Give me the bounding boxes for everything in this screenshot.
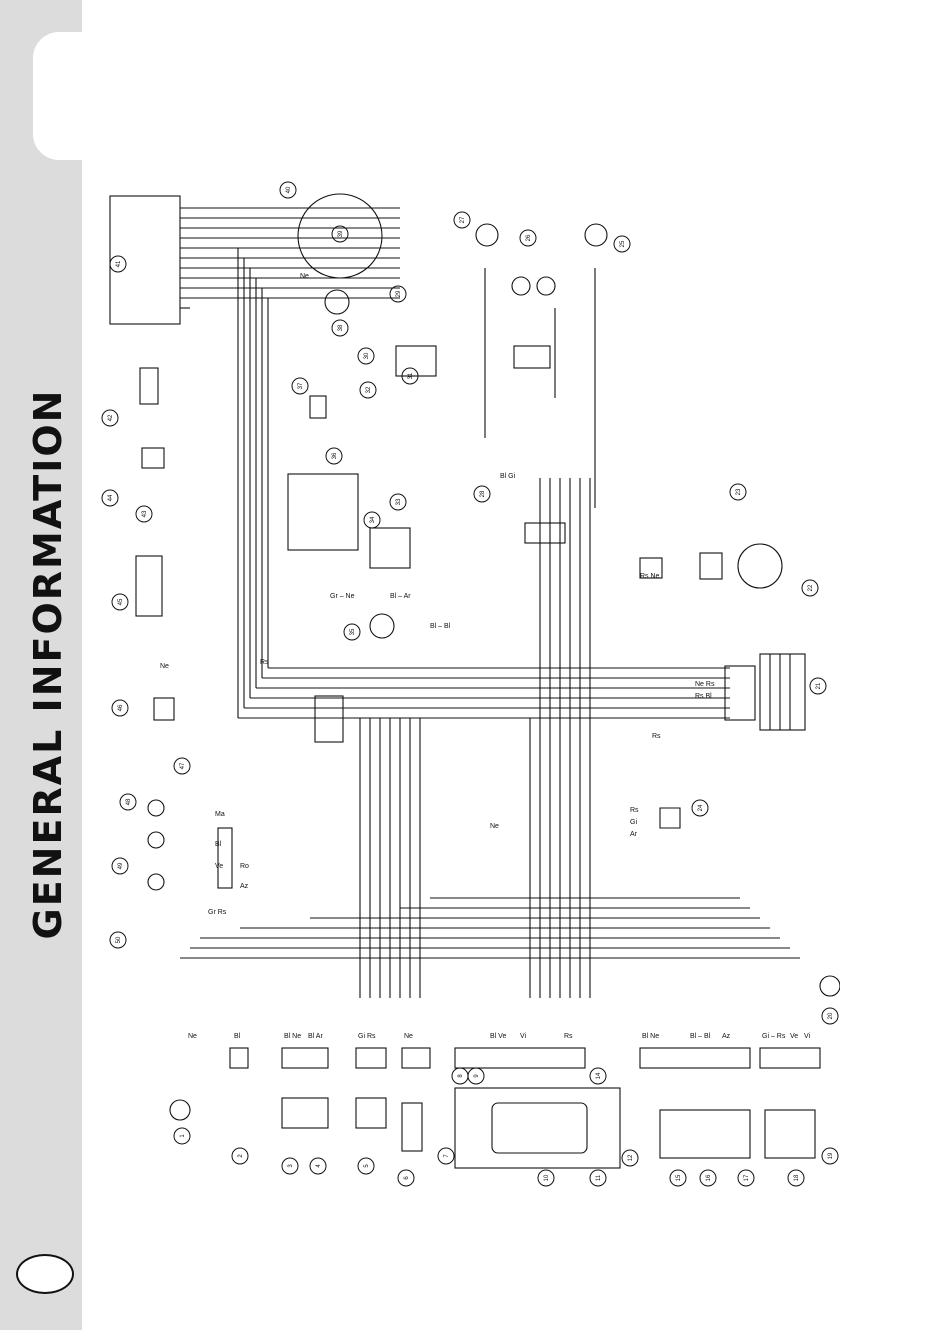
callout-label: 45 — [118, 598, 124, 605]
callout-label: 6 — [404, 1176, 410, 1180]
wiring-diagram: Ne Bl Bl Ne Bl Ar Gi Rs Ne Bl Ve Vi Rs B… — [100, 178, 841, 1193]
callout-label: 29 — [396, 290, 402, 297]
callout-label: 50 — [116, 936, 122, 943]
wire-label: Rs — [630, 807, 639, 814]
callout-label: 14 — [596, 1072, 602, 1079]
callout-label: 48 — [126, 798, 132, 805]
callout-label: 3 — [288, 1164, 294, 1168]
callout-label: 31 — [408, 372, 414, 379]
callout-label: 24 — [698, 804, 704, 811]
wire-label: Bl — [234, 1033, 241, 1040]
wires — [109, 193, 841, 1169]
callout-label: 44 — [108, 494, 114, 501]
callout-label: 9 — [474, 1074, 480, 1078]
callout-label: 2 — [238, 1154, 244, 1158]
callout-label: 33 — [396, 498, 402, 505]
callout-label: 7 — [444, 1154, 450, 1158]
wire-label: Ar — [630, 831, 638, 838]
ecu-box — [109, 195, 181, 325]
callout-label: 15 — [676, 1174, 682, 1181]
page-number-oval — [16, 1254, 74, 1294]
callout-label: 27 — [460, 216, 466, 223]
wire-label: Ne — [188, 1033, 197, 1040]
wire-label: Bl Ar — [308, 1033, 323, 1040]
callout-label: 41 — [116, 260, 122, 267]
wire-label: Rs — [652, 733, 661, 740]
wire-label: Ve — [790, 1033, 798, 1040]
wire-label: Ne — [404, 1033, 413, 1040]
wire-label: Ne Rs — [695, 681, 715, 688]
callout-label: 19 — [828, 1152, 834, 1159]
callout-label: 25 — [620, 240, 626, 247]
callout-label: 5 — [364, 1164, 370, 1168]
wire-label: Ma — [215, 811, 225, 818]
wire-label: Bl — [215, 841, 222, 848]
callout-label: 36 — [332, 452, 338, 459]
callout-label: 26 — [526, 234, 532, 241]
callout-label: 16 — [706, 1174, 712, 1181]
wire-label: Az — [240, 883, 249, 890]
wire-label: Gr – Ne — [330, 593, 355, 600]
callout-label: 40 — [286, 186, 292, 193]
wire-label: Bl – Ar — [390, 593, 411, 600]
callout-label: 8 — [458, 1074, 464, 1078]
wire-label: Ro — [240, 863, 249, 870]
wire-label: Bl Ve — [490, 1033, 506, 1040]
wire-label: Bl – Bl — [690, 1033, 711, 1040]
callout-label: 37 — [298, 382, 304, 389]
callout-label: 12 — [628, 1154, 634, 1161]
wire-label: Bl Ne — [642, 1033, 659, 1040]
wire-label: Vi — [804, 1033, 811, 1040]
callout-label: 30 — [364, 352, 370, 359]
wire-label: Ne — [490, 823, 499, 830]
wire-label: Rs Bl — [695, 693, 712, 700]
callout-circles — [101, 181, 839, 1187]
section-tab — [33, 32, 93, 160]
callout-label: 23 — [736, 488, 742, 495]
sidebar-strip — [0, 0, 82, 1330]
callout-label: 28 — [480, 490, 486, 497]
wire-label: Gi Rs — [358, 1033, 376, 1040]
wire-label-group: Ne Bl Bl Ne Bl Ar Gi Rs Ne Bl Ve Vi Rs B… — [160, 273, 811, 1040]
wire-label: Gr Rs — [208, 909, 227, 916]
callout-label: 39 — [338, 230, 344, 237]
callout-label: 11 — [596, 1174, 602, 1181]
wire-label: Rs Ne — [640, 573, 660, 580]
callout-label: 34 — [370, 516, 376, 523]
callout-label: 22 — [808, 584, 814, 591]
wire-label: Bl Ne — [284, 1033, 301, 1040]
callout-numbers: 1 2 3 4 5 6 7 8 9 10 11 12 14 15 16 17 1… — [108, 186, 834, 1181]
wire-label: Vi — [520, 1033, 527, 1040]
wire-label: Ne — [160, 663, 169, 670]
wire-label: Ve — [215, 863, 223, 870]
wire-label: Bl – Bl — [430, 623, 451, 630]
callout-label: 18 — [794, 1174, 800, 1181]
wire-label: Az — [722, 1033, 731, 1040]
wire-label: Gi – Rs — [762, 1033, 786, 1040]
wire-label: Bl Gi — [500, 473, 516, 480]
wire-label: Ne — [300, 273, 309, 280]
callout-label: 43 — [142, 510, 148, 517]
callout-label: 10 — [544, 1174, 550, 1181]
page-title: GENERAL INFORMATION — [26, 388, 70, 940]
callout-label: 17 — [744, 1174, 750, 1181]
wire-label: Rs — [564, 1033, 573, 1040]
wiring-diagram-svg: Ne Bl Bl Ne Bl Ar Gi Rs Ne Bl Ve Vi Rs B… — [101, 181, 841, 1187]
callout-label: 46 — [118, 704, 124, 711]
callout-label: 47 — [180, 762, 186, 769]
callout-label: 49 — [118, 862, 124, 869]
callout-label: 42 — [108, 414, 114, 421]
callout-label: 35 — [350, 628, 356, 635]
wire-label: Gi — [630, 819, 637, 826]
callout-label: 4 — [316, 1164, 322, 1168]
callout-label: 38 — [338, 324, 344, 331]
callout-label: 21 — [816, 682, 822, 689]
wire-label: Rs — [260, 659, 269, 666]
callout-label: 32 — [366, 386, 372, 393]
callout-label: 20 — [828, 1012, 834, 1019]
callout-label: 1 — [180, 1134, 186, 1138]
